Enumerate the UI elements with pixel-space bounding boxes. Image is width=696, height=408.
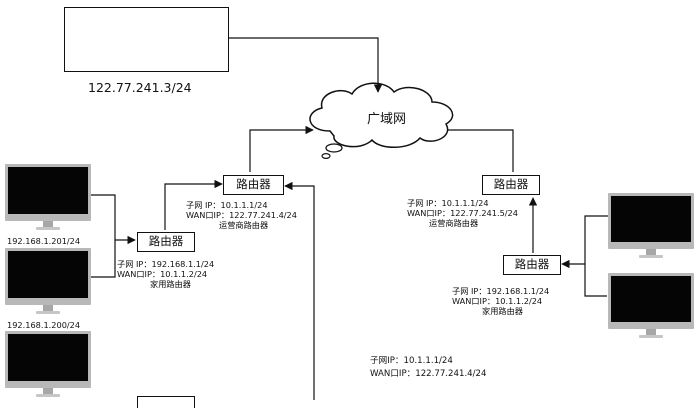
link-cloud-to-right-isp-router [448,129,514,172]
router-isp-right-type: 运营商路由器 [429,218,479,229]
monitor-icon [5,331,91,399]
server-box-top [64,7,229,72]
bottom-note: 子网IP：10.1.1.1/24 WAN口IP：122.77.241.4/24 [370,355,486,381]
router-home-left-subnet: 子网 IP：192.168.1.1/24 [117,259,215,269]
monitor-icon [5,164,91,232]
link-bottom-to-left-isp-router [284,181,315,400]
server-ip-label: 122.77.241.3/24 [88,80,192,95]
wan-cloud-label: 广域网 [367,112,407,127]
router-home-left-wan: WAN口IP：10.1.1.2/24 [117,269,208,280]
link-top-box-to-cloud [229,37,383,93]
router-home-right-type: 家用路由器 [482,306,523,317]
monitor-icon [5,248,91,316]
router-home-right-info: 子网 IP：192.168.1.1/24 WAN口IP：10.1.1.2/24 … [452,286,549,317]
link-left-home-router-to-isp-router [164,179,223,230]
router-isp-right: 路由器 [482,175,540,195]
bottom-note-subnet: 子网IP：10.1.1.1/24 [370,356,453,366]
router-isp-right-wan: WAN口IP：122.77.241.5/24 [407,208,518,219]
router-home-left-type: 家用路由器 [150,279,191,290]
bottom-note-wan: WAN口IP：122.77.241.4/24 [370,369,487,379]
router-isp-left-info: 子网 IP：10.1.1.1/24 WAN口IP：122.77.241.4/24… [186,200,297,231]
router-isp-left-type: 运营商路由器 [219,220,269,231]
router-isp-left-subnet: 子网 IP：10.1.1.1/24 [186,200,268,210]
router-home-right-subnet: 子网 IP：192.168.1.1/24 [452,286,550,296]
server-box-bottom [137,396,195,408]
router-home-left: 路由器 [137,232,195,252]
router-home-right: 路由器 [503,255,561,275]
router-isp-left-wan: WAN口IP：122.77.241.4/24 [186,210,297,221]
link-right-monitors-to-home-router [584,215,608,297]
monitor-icon [608,193,694,261]
router-home-left-info: 子网 IP：192.168.1.1/24 WAN口IP：10.1.1.2/24 … [117,259,214,290]
link-left-monitors-to-home-router [91,194,136,245]
router-isp-right-subnet: 子网 IP：10.1.1.1/24 [407,198,489,208]
pc-ip-label-1: 192.168.1.201/24 [7,236,81,246]
monitor-icon [608,273,694,341]
wan-cloud-shape [309,82,454,160]
router-home-right-wan: WAN口IP：10.1.1.2/24 [452,296,543,307]
pc-ip-label-2: 192.168.1.200/24 [7,320,81,330]
router-isp-right-info: 子网 IP：10.1.1.1/24 WAN口IP：122.77.241.5/24… [407,198,518,229]
link-left-isp-router-to-cloud [249,125,314,172]
router-isp-left: 路由器 [223,175,284,195]
